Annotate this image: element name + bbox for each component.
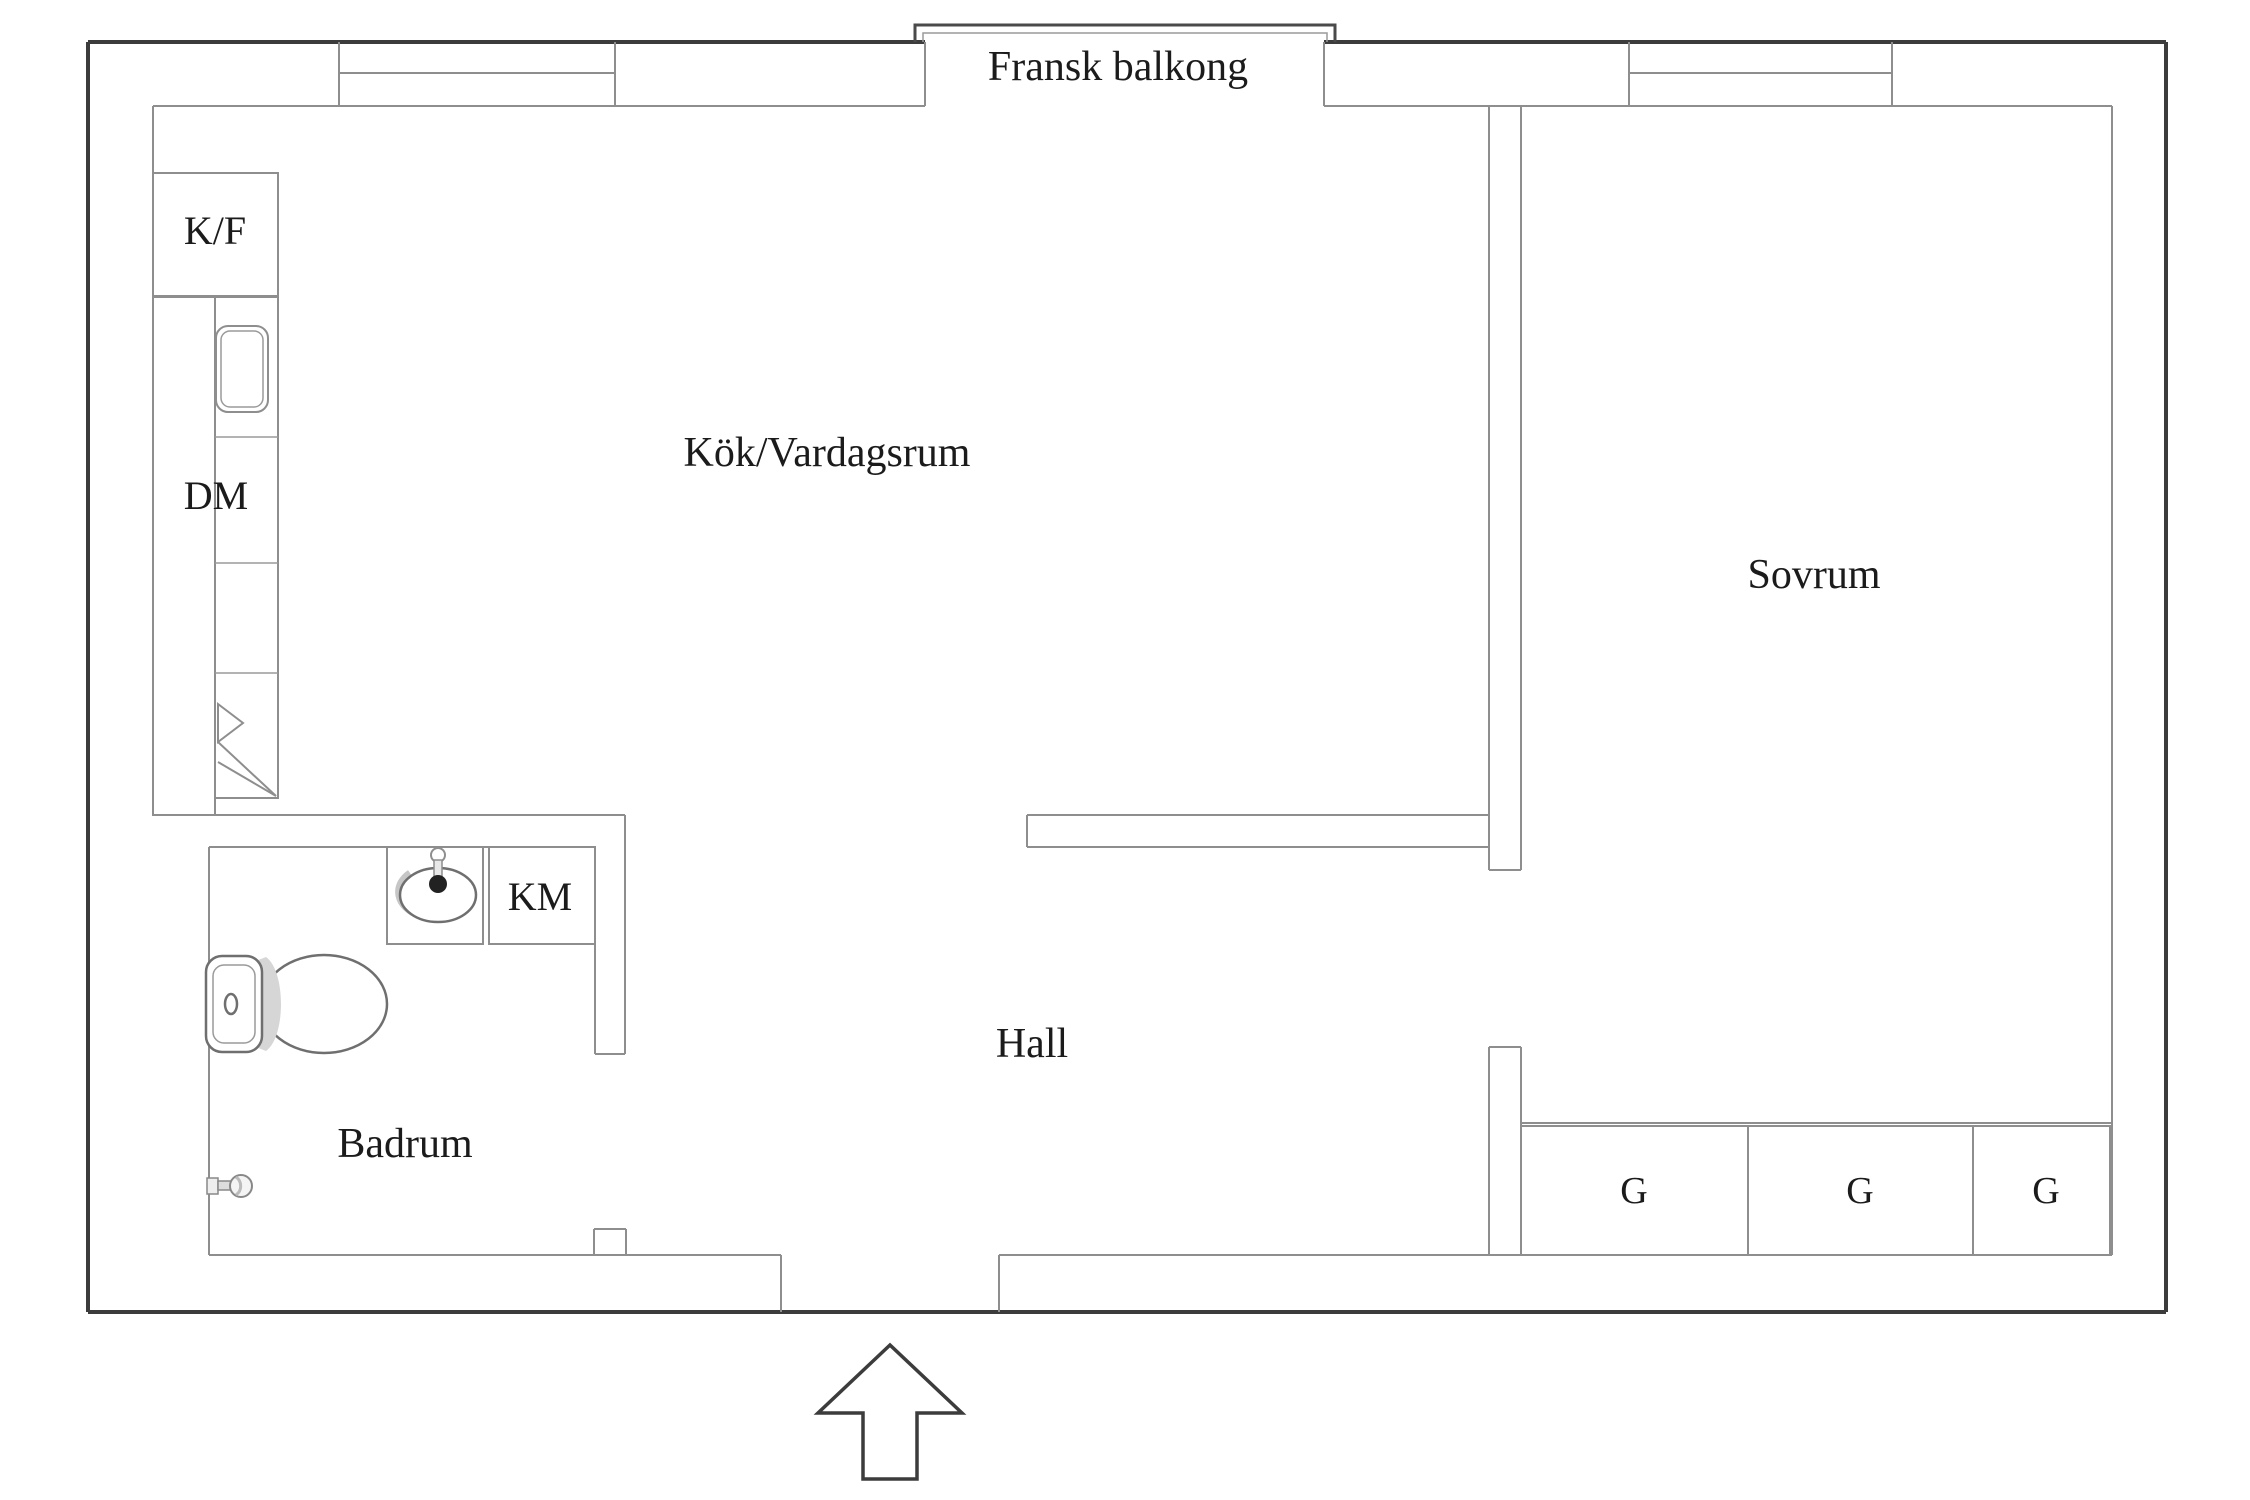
label-wardrobe-1: G xyxy=(1620,1170,1647,1212)
windows xyxy=(338,42,1893,106)
label-bedroom: Sovrum xyxy=(1747,552,1880,598)
labels: Fransk balkong Kök/Vardagsrum Sovrum Hal… xyxy=(184,44,2060,1212)
bedroom-wall xyxy=(1488,106,1522,1255)
toilet-flush-button xyxy=(223,992,239,1016)
wardrobe-box-1 xyxy=(1520,1125,1749,1256)
bathroom-fixtures xyxy=(204,846,596,1198)
balcony-rail-outer xyxy=(913,23,1337,42)
counter-section-lines xyxy=(215,436,278,674)
balcony-rail-inner xyxy=(922,32,1328,42)
wardrobes xyxy=(1520,1122,2112,1256)
entrance-opening xyxy=(780,1255,1000,1312)
wardrobe-box-2 xyxy=(1747,1125,1974,1256)
exterior-walls xyxy=(86,40,2168,1314)
kitchen-fixtures xyxy=(152,172,279,816)
window-bedroom xyxy=(1628,42,1893,106)
kitchen-sink-inner xyxy=(220,330,264,408)
bathroom-walls xyxy=(153,814,627,1255)
counter-left-column xyxy=(152,296,216,816)
fridge-freezer-box xyxy=(152,172,279,297)
label-washing-machine: KM xyxy=(508,874,572,919)
label-kitchen-living: Kök/Vardagsrum xyxy=(684,430,971,476)
label-wardrobe-3: G xyxy=(2032,1170,2059,1212)
faucet-icon xyxy=(429,847,447,893)
toilet-tank-inner xyxy=(212,964,256,1044)
toilet xyxy=(204,953,389,1055)
label-dishwasher: DM xyxy=(184,473,248,518)
cabinet-door-swing-symbol xyxy=(217,701,277,797)
label-bathroom: Badrum xyxy=(337,1121,473,1167)
label-wardrobe-2: G xyxy=(1846,1170,1873,1212)
entrance-arrow xyxy=(813,1342,967,1481)
wall-hook-icon xyxy=(206,1174,253,1198)
label-hall: Hall xyxy=(996,1021,1068,1067)
label-fridge-freezer: K/F xyxy=(184,208,246,253)
hall-divider-wall xyxy=(1026,814,1489,848)
label-french-balcony: Fransk balkong xyxy=(988,44,1248,90)
window-kitchen xyxy=(338,42,616,106)
french-balcony xyxy=(913,23,1337,106)
kitchen-sink-outer xyxy=(215,325,269,413)
interior-walls xyxy=(153,106,1522,1312)
washing-machine-box xyxy=(488,846,596,945)
toilet-seat-shading xyxy=(251,957,281,1051)
wardrobe-box-3 xyxy=(1972,1125,2111,1256)
